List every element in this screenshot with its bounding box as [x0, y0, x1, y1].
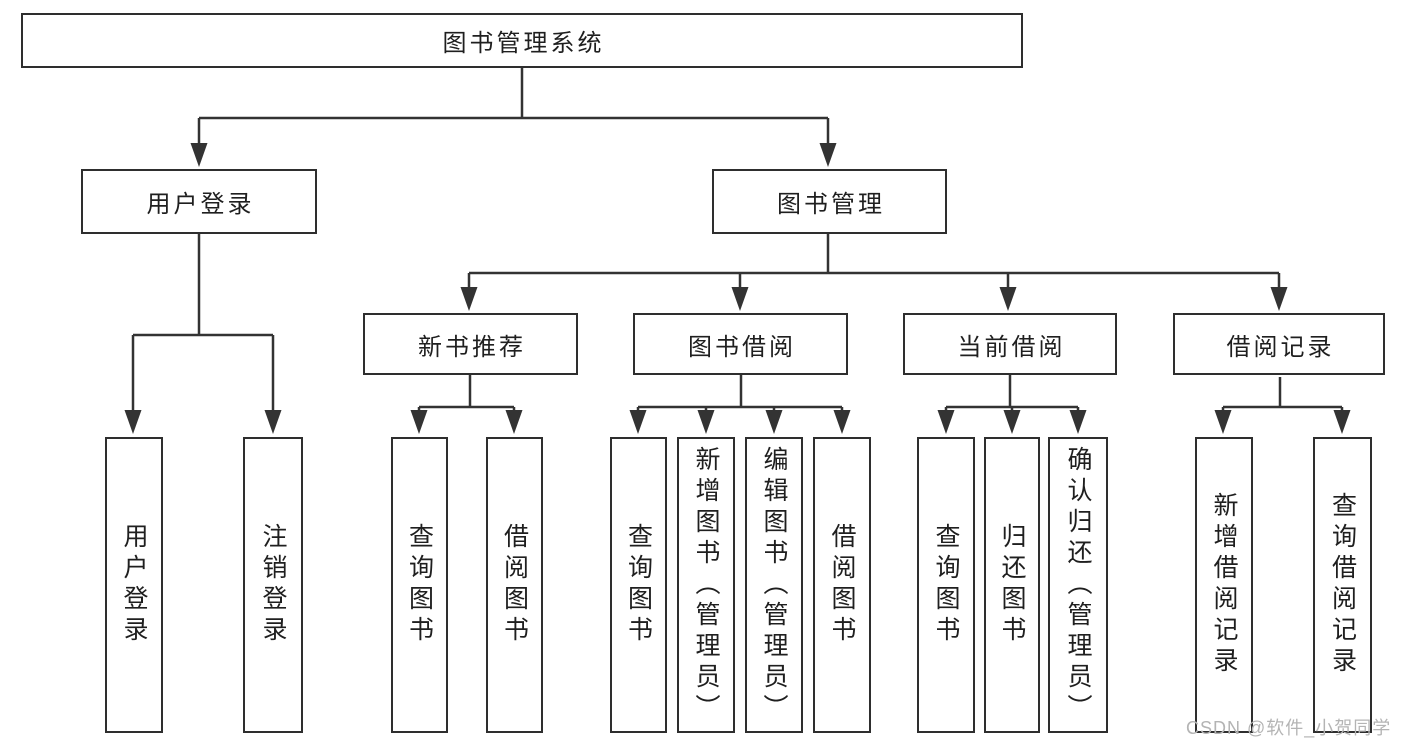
leaf-edit-book-admin-label: 编辑图书（管理员）	[760, 445, 788, 725]
arrowhead-down-icon	[999, 287, 1017, 311]
leaf-query-books-recommend-label: 查询图书	[405, 523, 434, 647]
csdn-watermark: CSDN @软件_小贺同学	[1186, 718, 1392, 738]
node-root-label: 图书管理系统	[442, 30, 605, 57]
leaf-logout: 注销登录	[243, 437, 303, 733]
arrowhead-down-icon	[629, 410, 647, 434]
connector-new-book-children	[417, 375, 516, 413]
node-current-borrow: 当前借阅	[903, 313, 1117, 375]
node-book-management: 图书管理	[712, 169, 947, 234]
connector-book-management-children	[467, 234, 1281, 290]
leaf-borrow-books-recommend: 借阅图书	[486, 437, 543, 733]
leaf-add-borrow-record-label: 新增借阅记录	[1210, 492, 1238, 678]
node-book-borrow-label: 图书借阅	[688, 333, 796, 361]
leaf-query-borrow-record: 查询借阅记录	[1313, 437, 1372, 733]
arrowhead-down-icon	[264, 410, 282, 434]
node-borrow-records-label: 借阅记录	[1226, 333, 1335, 361]
leaf-query-borrow-record-label: 查询借阅记录	[1328, 492, 1357, 678]
leaf-confirm-return-admin-label: 确认归还（管理员）	[1064, 445, 1092, 725]
arrowhead-down-icon	[410, 410, 428, 434]
arrowhead-down-icon	[1333, 410, 1351, 434]
leaf-confirm-return-admin: 确认归还（管理员）	[1048, 437, 1108, 733]
connector-borrow-records-children	[1221, 377, 1344, 413]
node-book-borrow: 图书借阅	[633, 313, 848, 375]
arrowhead-down-icon	[124, 410, 142, 434]
arrowhead-down-icon	[765, 410, 783, 434]
node-new-book-recommend-label: 新书推荐	[418, 333, 526, 361]
node-new-book-recommend: 新书推荐	[363, 313, 578, 375]
node-current-borrow-label: 当前借阅	[957, 333, 1066, 361]
arrowhead-down-icon	[460, 287, 478, 311]
arrowhead-down-icon	[833, 410, 851, 434]
arrowhead-down-icon	[819, 143, 837, 167]
leaf-borrow-books-recommend-label: 借阅图书	[500, 523, 529, 647]
leaf-edit-book-admin: 编辑图书（管理员）	[745, 437, 803, 733]
node-root: 图书管理系统	[21, 13, 1023, 68]
leaf-query-books-borrow: 查询图书	[610, 437, 667, 733]
leaf-add-book-admin-label: 新增图书（管理员）	[692, 445, 720, 725]
leaf-user-login: 用户登录	[105, 437, 163, 733]
node-borrow-records: 借阅记录	[1173, 313, 1385, 375]
leaf-user-login-label: 用户登录	[120, 523, 148, 647]
node-user-login-label: 用户登录	[146, 191, 255, 218]
leaf-return-book: 归还图书	[984, 437, 1040, 733]
arrowhead-down-icon	[731, 287, 749, 311]
leaf-add-book-admin: 新增图书（管理员）	[677, 437, 735, 733]
leaf-query-books-recommend: 查询图书	[391, 437, 448, 733]
arrowhead-down-icon	[697, 410, 715, 434]
node-book-management-label: 图书管理	[777, 191, 885, 218]
arrowhead-down-icon	[1270, 287, 1288, 311]
arrowhead-down-icon	[1069, 410, 1087, 434]
arrowhead-down-icon	[190, 143, 208, 167]
arrowhead-down-icon	[1003, 410, 1021, 434]
arrowhead-down-icon	[937, 410, 955, 434]
leaf-logout-label: 注销登录	[259, 523, 287, 647]
leaf-return-book-label: 归还图书	[998, 523, 1026, 647]
leaf-query-books-current-label: 查询图书	[932, 523, 960, 647]
connector-root-to-level2	[197, 68, 830, 146]
leaf-borrow-books-2-label: 借阅图书	[828, 523, 856, 647]
node-user-login: 用户登录	[81, 169, 317, 234]
leaf-query-books-borrow-label: 查询图书	[624, 523, 653, 647]
arrowhead-down-icon	[1214, 410, 1232, 434]
arrowhead-down-icon	[505, 410, 523, 434]
leaf-borrow-books-2: 借阅图书	[813, 437, 871, 733]
leaf-add-borrow-record: 新增借阅记录	[1195, 437, 1253, 733]
connector-book-borrow-children	[636, 375, 844, 413]
connector-current-borrow-children	[944, 375, 1080, 413]
connector-user-login-children	[131, 234, 275, 413]
leaf-query-books-current: 查询图书	[917, 437, 975, 733]
